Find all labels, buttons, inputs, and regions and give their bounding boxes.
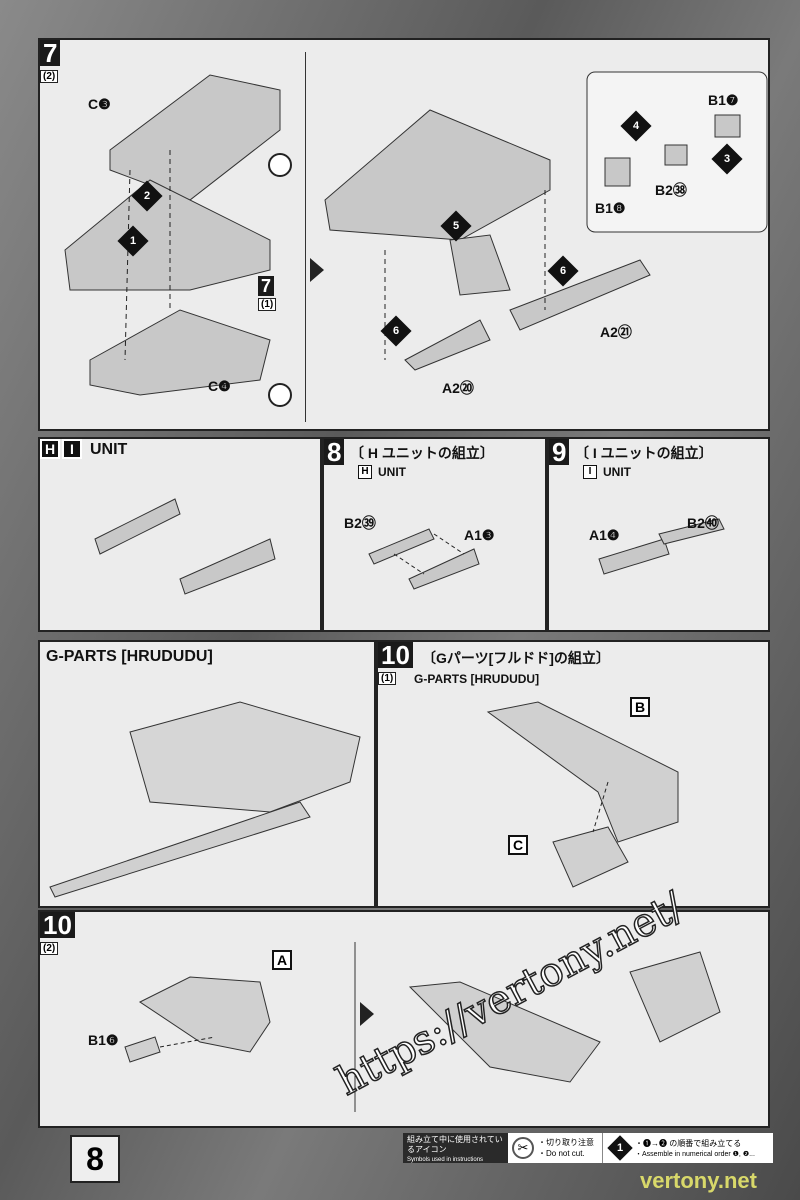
divider [305,52,306,422]
symbols-legend: 組み立て中に使用されているアイコン Symbols used in instru… [403,1133,773,1163]
panel-title: UNIT [90,441,128,458]
step-10-1-panel: 10 (1) 〔Gパーツ[フルドド]の組立〕 G-PARTS [HRUDUDU]… [376,640,770,908]
part-label-a14: A1❹ [589,527,620,543]
step-sub: (2) [40,70,59,83]
arrow-right-icon [360,1002,374,1026]
parts-illustration [368,528,480,590]
unit-label: UNIT [378,465,406,479]
order-icon: 1 [607,1135,633,1161]
part-label-b238: B2㊳ [655,182,687,198]
part-label-a13: A1❸ [464,527,495,543]
step-number: 10 [378,642,413,668]
legend-title-en: Symbols used in instructions [407,1157,484,1163]
step-title: 〔Gパーツ[フルドド]の組立〕 [422,650,610,666]
panel-title: G-PARTS [HRUDUDU] [46,648,213,665]
gparts-panel: G-PARTS [HRUDUDU] [38,640,376,908]
step-number: 10 [40,912,75,938]
ref-step-number: 7 [258,276,275,296]
hi-unit-panel: H I UNIT [38,437,322,632]
step-number: 9 [549,439,570,465]
arrow-right-icon [310,258,324,282]
cut-jp: ・切り取り注意 [538,1138,594,1147]
parts-illustration [64,71,768,407]
part-label-b239: B2㊴ [344,515,376,531]
part-label-c4: C❹ [208,378,231,394]
step-8-panel: 8 〔 H ユニットの組立〕 H UNIT B2㊴ A1❸ [322,437,547,632]
order-jp: ・❶→❷ の順番で組み立てる [635,1138,742,1148]
legend-title: 組み立て中に使用されているアイコン Symbols used in instru… [403,1133,508,1163]
step-sub: (2) [40,942,59,955]
watermark-logo: vertony.net [640,1168,757,1193]
order-en: ・Assemble in numerical order ❶, ❷... [635,1150,755,1158]
part-label-b18: B1❽ [595,200,626,216]
parts-illustration [94,498,276,595]
parts-illustration [124,942,721,1112]
part-label-c3: C❸ [88,96,111,112]
part-box-b: B [630,697,650,717]
page-number: 8 [70,1135,120,1183]
unit-box-h: H [40,439,60,459]
unit-box-i: I [62,439,82,459]
gparts-illustration [49,701,361,898]
unit-label: G-PARTS [HRUDUDU] [414,672,540,686]
step-number: 7 [40,40,61,66]
part-label-a220: A2⑳ [442,380,474,396]
step-9-panel: 9 〔 I ユニットの組立〕 I UNIT A1❹ B2㊵ [547,437,770,632]
part-label-a221: A2㉑ [600,324,632,340]
step-title: 〔 I ユニットの組立〕 [575,445,713,461]
parts-illustration [598,518,725,575]
do-not-cut-icon: ✂ [512,1137,534,1159]
part-label-b240: B2㊵ [687,515,719,531]
unit-box-i: I [583,465,597,479]
step-sub: (1) [378,672,397,685]
step-7-panel: 7 (2) C❸ C❹ B1❼ B1❽ B2㊳ A2⑳ A2㉑ 1 2 3 4 … [38,38,770,431]
part-label-b16: B1❻ [88,1032,119,1048]
unit-label: UNIT [603,465,631,479]
step-10-2-panel: 10 (2) A B1❻ [38,910,770,1128]
parts-illustration [486,701,679,888]
part-box-c: C [508,835,528,855]
unit-box-h: H [358,465,372,479]
part-label-b17: B1❼ [708,92,739,108]
step-title: 〔 H ユニットの組立〕 [350,445,494,461]
part-box-a: A [272,950,292,970]
ref-step-sub: (1) [258,298,277,311]
legend-title-jp: 組み立て中に使用されているアイコン [407,1135,503,1154]
step-number: 8 [324,439,345,465]
cut-en: ・Do not cut. [538,1149,585,1158]
